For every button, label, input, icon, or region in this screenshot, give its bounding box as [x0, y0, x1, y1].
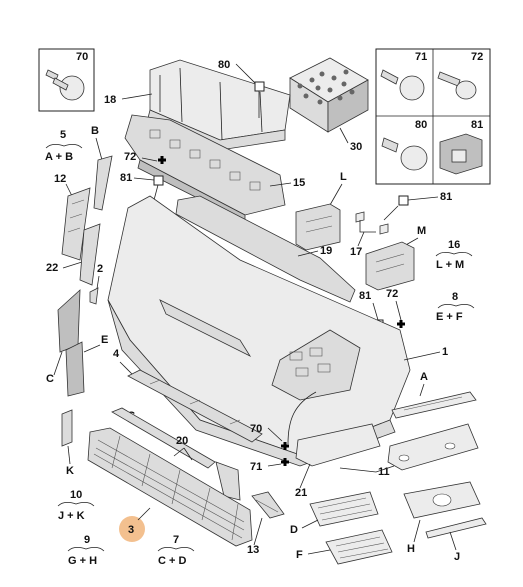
group-5: 5 A + B	[45, 129, 83, 163]
svg-text:22: 22	[46, 262, 58, 274]
svg-text:H: H	[407, 543, 415, 555]
fog-cover-21	[295, 423, 381, 467]
svg-text:70: 70	[76, 51, 88, 63]
bracket-b	[93, 155, 113, 211]
svg-text:9: 9	[84, 534, 90, 546]
svg-text:A + B: A + B	[45, 151, 73, 163]
svg-text:1: 1	[442, 346, 448, 358]
svg-text:L + M: L + M	[436, 259, 464, 271]
fixing-kit-30	[289, 57, 369, 133]
deflector-c	[57, 289, 81, 353]
deflector-e	[65, 341, 85, 397]
group-9: 9 G + H	[67, 534, 105, 567]
chrome-strip-a	[391, 391, 477, 419]
svg-text:3: 3	[128, 524, 134, 536]
grille-surround-12	[61, 187, 91, 261]
svg-text:71: 71	[250, 461, 262, 473]
group-16: 16 L + M	[435, 239, 473, 271]
svg-text:81: 81	[471, 119, 483, 131]
svg-text:B: B	[91, 125, 99, 137]
fog-cover-11	[387, 423, 479, 471]
bracket-20	[215, 461, 241, 501]
svg-text:10: 10	[70, 489, 82, 501]
svg-text:72: 72	[124, 151, 136, 163]
svg-text:19: 19	[320, 245, 332, 257]
svg-text:7: 7	[173, 534, 179, 546]
svg-text:70: 70	[250, 423, 262, 435]
svg-text:72: 72	[386, 288, 398, 300]
svg-text:21: 21	[295, 487, 307, 499]
group-10: 10 J + K	[57, 489, 95, 522]
svg-text:L: L	[340, 171, 347, 183]
svg-text:20: 20	[176, 435, 188, 447]
svg-text:D: D	[290, 524, 298, 536]
svg-text:C: C	[46, 373, 54, 385]
svg-text:13: 13	[247, 544, 259, 556]
svg-text:17: 17	[350, 246, 362, 258]
hardware-box-grid: 71 72 80 81	[375, 48, 491, 185]
lower-grille-3	[87, 427, 253, 547]
clip-81-icon	[439, 133, 483, 175]
svg-text:30: 30	[350, 141, 362, 153]
svg-text:K: K	[66, 465, 74, 477]
svg-text:J + K: J + K	[58, 510, 85, 522]
svg-text:81: 81	[120, 172, 132, 184]
screw-70-icon	[45, 69, 85, 101]
svg-text:12: 12	[54, 173, 66, 185]
upper-carrier-18	[147, 59, 291, 151]
svg-text:4: 4	[113, 348, 120, 360]
bracket-l	[295, 203, 341, 251]
svg-text:F: F	[296, 549, 303, 561]
svg-text:71: 71	[415, 51, 427, 63]
svg-text:M: M	[417, 225, 426, 237]
svg-text:16: 16	[448, 239, 460, 251]
hardware-box-70: 70	[38, 48, 95, 112]
screw-72-icon	[437, 71, 477, 100]
svg-text:8: 8	[452, 291, 458, 303]
clip-80-icon	[381, 137, 428, 171]
bracket-2	[89, 287, 99, 305]
strip-19	[175, 195, 356, 303]
svg-text:11: 11	[378, 466, 390, 478]
svg-text:72: 72	[471, 51, 483, 63]
group-7: 7 C + D	[157, 534, 195, 567]
svg-text:J: J	[454, 551, 460, 563]
svg-text:E: E	[101, 334, 108, 346]
bracket-g	[111, 407, 216, 469]
grille-insert-13	[251, 491, 285, 519]
svg-text:15: 15	[293, 177, 305, 189]
svg-text:81: 81	[359, 290, 371, 302]
group-8: 8 E + F	[436, 291, 475, 323]
svg-text:80: 80	[415, 119, 427, 131]
svg-text:G + H: G + H	[68, 555, 97, 567]
bracket-k	[61, 409, 73, 447]
svg-text:E + F: E + F	[436, 311, 463, 323]
fog-surround-f	[325, 529, 393, 565]
svg-text:80: 80	[218, 59, 230, 71]
svg-text:81: 81	[440, 191, 452, 203]
highlight-callout[interactable]	[119, 516, 145, 542]
chrome-strip-j	[425, 517, 487, 539]
screw-71-icon	[380, 69, 425, 101]
svg-text:A: A	[420, 371, 428, 383]
bracket-m	[365, 241, 415, 291]
svg-text:C + D: C + D	[158, 555, 186, 567]
svg-text:2: 2	[97, 263, 103, 275]
trim-22	[79, 223, 101, 286]
svg-text:18: 18	[104, 94, 116, 106]
grille-4	[127, 369, 263, 443]
svg-text:5: 5	[60, 129, 66, 141]
